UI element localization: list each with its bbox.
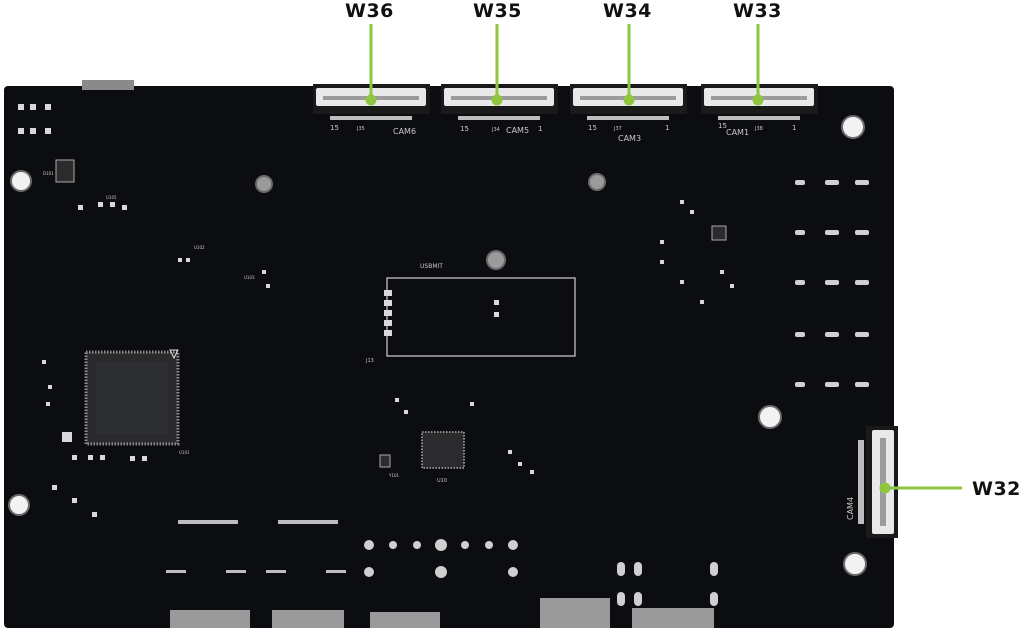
usb-hub-ic: U10 bbox=[421, 431, 465, 484]
silk-cam5: 15 J34 CAM5 1 bbox=[460, 125, 542, 135]
ic-ref: U102 bbox=[194, 245, 205, 250]
silk-cam3: 15 J37 CAM3 1 bbox=[588, 124, 669, 143]
connector-label: CAM5 bbox=[506, 126, 529, 135]
ref-label: J38 bbox=[754, 126, 763, 132]
smd-components bbox=[18, 104, 734, 517]
module-outline: USBMIT J13 bbox=[365, 263, 576, 364]
bottom-connectors bbox=[166, 520, 718, 628]
pin-label-1: 1 bbox=[665, 124, 669, 132]
pin-label-1: 1 bbox=[538, 125, 542, 133]
ic-ref: U105 bbox=[106, 195, 117, 200]
module-ref: J13 bbox=[365, 358, 374, 364]
silk-cam6: 15 J35 CAM6 bbox=[330, 124, 416, 136]
pin-label-15: 15 bbox=[718, 122, 727, 130]
module-label: USBMIT bbox=[420, 263, 443, 270]
fpc-connector-cam4 bbox=[858, 426, 898, 538]
connector-label: CAM3 bbox=[618, 134, 641, 143]
callout-w32: W32 bbox=[972, 478, 1021, 500]
pin-label-1: 1 bbox=[792, 124, 796, 132]
ic-ref: U101 bbox=[179, 450, 190, 455]
callout-w36: W36 bbox=[345, 0, 394, 22]
right-port-pads bbox=[795, 180, 869, 387]
pcb-board bbox=[4, 86, 894, 628]
pin-label-15: 15 bbox=[330, 124, 339, 132]
ic-ref: Y101 bbox=[388, 473, 400, 478]
callout-w33: W33 bbox=[733, 0, 782, 22]
mounting-holes bbox=[8, 115, 867, 576]
callout-leaders bbox=[365, 24, 962, 494]
pin-label-15: 15 bbox=[588, 124, 597, 132]
ref-label: J37 bbox=[613, 126, 622, 132]
main-ic bbox=[84, 349, 180, 446]
ic-ref: U10 bbox=[437, 478, 447, 484]
callout-w34: W34 bbox=[603, 0, 652, 22]
led-ref: D101 bbox=[43, 171, 54, 176]
connector-label: CAM6 bbox=[393, 127, 416, 136]
pin-label-15: 15 bbox=[460, 125, 469, 133]
connector-label: CAM1 bbox=[726, 128, 749, 137]
callout-w35: W35 bbox=[473, 0, 522, 22]
silk-cam1: 15 CAM1 J38 1 bbox=[718, 122, 796, 137]
connector-label-cam4: CAM4 bbox=[846, 497, 855, 520]
ref-label: J34 bbox=[491, 127, 500, 133]
ic-ref: U103 bbox=[244, 275, 255, 280]
ref-label: J35 bbox=[356, 126, 365, 132]
